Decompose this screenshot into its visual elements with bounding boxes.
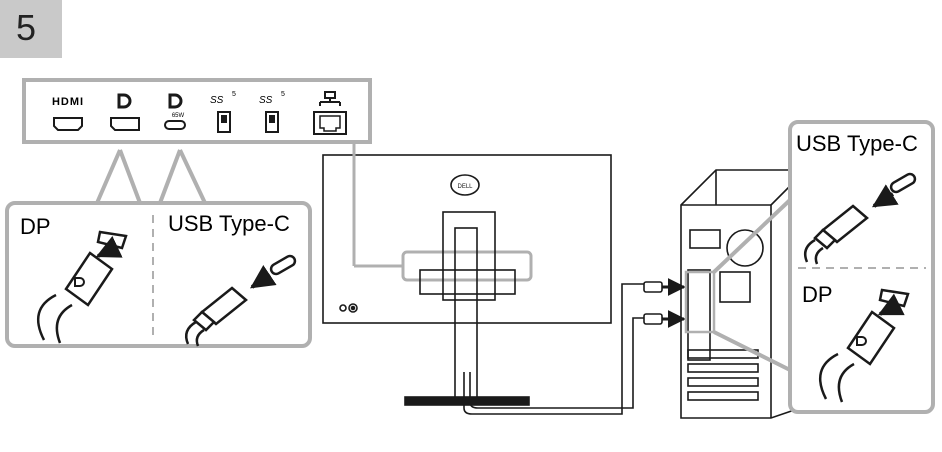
usb1-superscript: 5 <box>232 91 236 98</box>
pc-port-area-highlight <box>684 270 716 334</box>
hdmi-port-icon: HDMI <box>52 96 84 131</box>
displayport-cable-icon <box>818 288 910 403</box>
monitor-port-area-highlight <box>401 250 533 282</box>
displayport-cable-icon <box>36 230 128 344</box>
left-dp-label: DP <box>20 214 51 239</box>
left-usbc-label: USB Type-C <box>168 211 290 236</box>
usb-c-cable-icon <box>804 172 917 265</box>
dell-logo-text: DELL <box>457 184 473 190</box>
right-usbc-label: USB Type-C <box>796 131 918 156</box>
pc-tower <box>680 169 807 419</box>
usb-superspeed-icon: SS 5 <box>259 91 285 133</box>
step-badge: 5 <box>0 0 62 58</box>
ports-panel: HDMI 65W SS 5 SS 5 <box>22 78 372 144</box>
dell-logo-icon <box>450 174 480 196</box>
ethernet-icon <box>313 91 347 135</box>
hdmi-label: HDMI <box>52 96 84 108</box>
displayport-icon <box>110 93 140 131</box>
right-callout-pointers <box>712 198 792 372</box>
usb-superspeed-icon: SS 5 <box>210 91 236 133</box>
usb1-label: SS <box>210 95 224 106</box>
usb2-superscript: 5 <box>281 91 285 98</box>
usb2-label: SS <box>259 95 273 106</box>
step-number: 5 <box>16 7 36 48</box>
monitor: DELL <box>322 142 612 406</box>
usbc-power-label: 65W <box>172 113 185 119</box>
right-callout: USB Type-C DP <box>788 120 935 414</box>
connection-cables <box>463 278 686 415</box>
right-dp-label: DP <box>802 282 833 307</box>
callout-pointers <box>95 149 207 204</box>
left-callout: DP USB Type-C <box>5 201 312 348</box>
usb-c-cable-icon <box>185 254 297 347</box>
usb-c-displayport-icon: 65W <box>164 93 186 130</box>
